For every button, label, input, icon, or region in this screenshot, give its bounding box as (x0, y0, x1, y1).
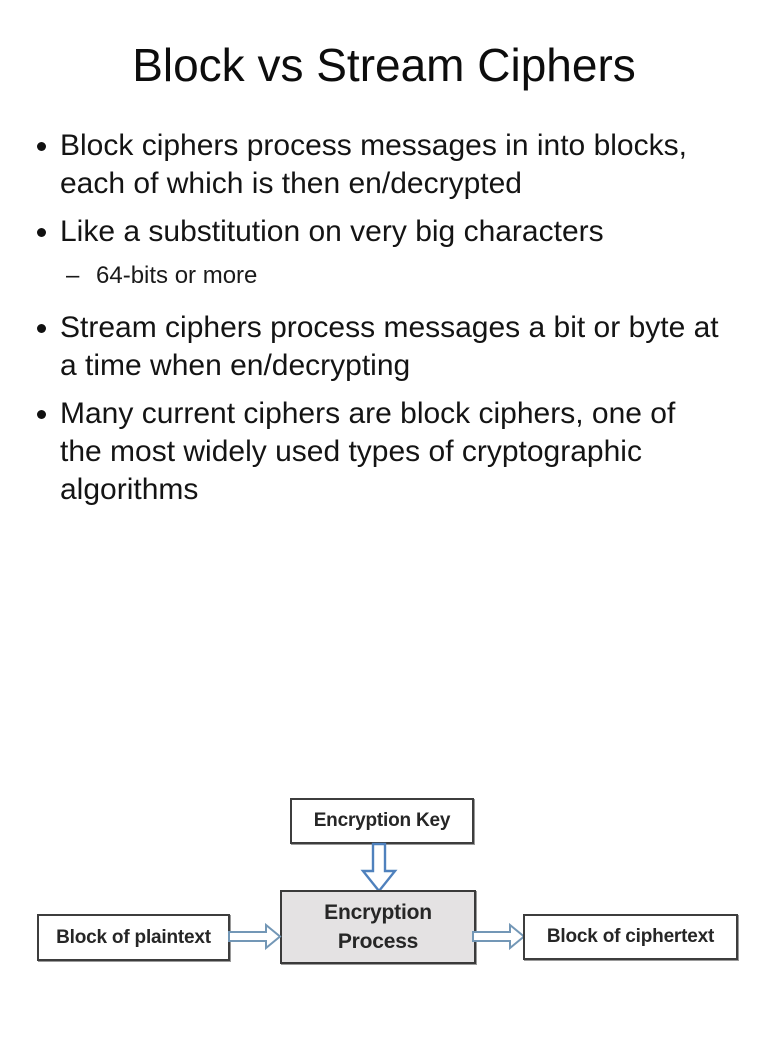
sub-bullet-text: 64-bits or more (96, 262, 258, 290)
bullet-dot-icon (37, 324, 46, 334)
encryption-key-box: Encryption Key (290, 798, 474, 844)
slide-title: Block vs Stream Ciphers (132, 39, 636, 91)
bullet-text: Many current ciphers are block ciphers, … (60, 397, 676, 507)
down-arrow-icon (360, 842, 398, 893)
ciphertext-label: Block of ciphertext (546, 926, 715, 947)
bullet-text: Like a substitution on very big characte… (60, 215, 604, 249)
right-arrow-icon (228, 922, 282, 951)
encryption-process-label-line2: Process (337, 930, 419, 953)
plaintext-label: Block of plaintext (56, 926, 211, 948)
dash-marker-icon: – (66, 262, 80, 290)
sub-bullet-item: – 64-bits or more (66, 261, 720, 291)
bullet-list: Block ciphers process messages in into b… (36, 127, 720, 509)
bullet-dot-icon (37, 410, 46, 420)
right-arrow-icon (472, 922, 526, 951)
bullet-item: Like a substitution on very big characte… (36, 213, 720, 251)
block-of-plaintext-box: Block of plaintext (37, 914, 230, 961)
block-of-ciphertext-box: Block of ciphertext (523, 914, 738, 960)
slide-page: { "slide": { "title": "Block vs Stream C… (0, 38, 768, 1062)
encryption-process-box: Encryption Process (280, 890, 476, 964)
bullet-text: Block ciphers process messages in into b… (60, 129, 687, 201)
bullet-item: Stream ciphers process messages a bit or… (36, 309, 720, 385)
encryption-process-label-line1: Encryption (324, 901, 432, 924)
bullet-text: Stream ciphers process messages a bit or… (60, 311, 719, 383)
encryption-key-label: Encryption Key (313, 810, 451, 831)
bullet-dot-icon (37, 142, 46, 152)
bullet-dot-icon (37, 228, 46, 238)
bullet-item: Block ciphers process messages in into b… (36, 127, 720, 203)
bullet-item: Many current ciphers are block ciphers, … (36, 395, 720, 509)
